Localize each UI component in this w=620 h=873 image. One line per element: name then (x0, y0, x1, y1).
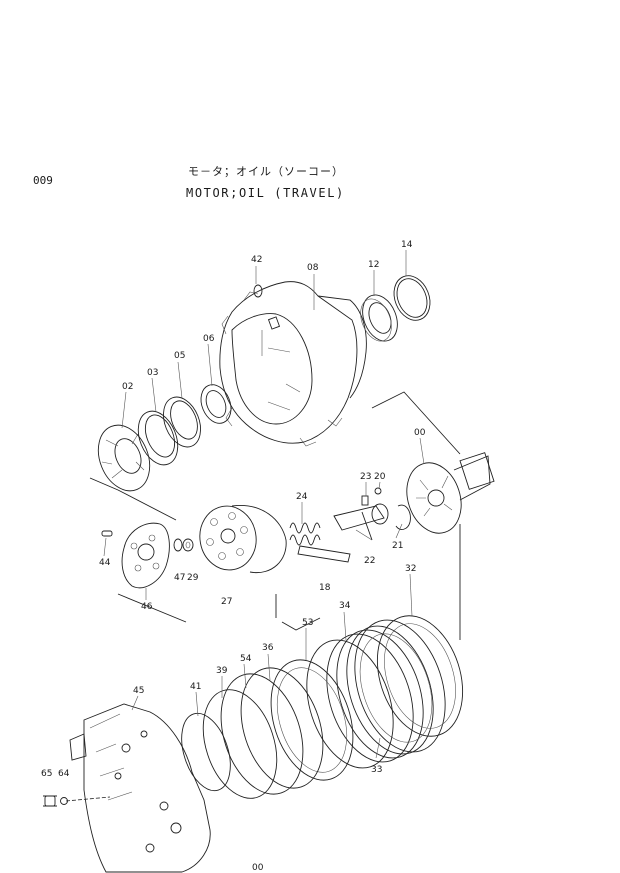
page-number: 009 (33, 174, 53, 187)
plate-part-54[interactable] (207, 663, 318, 804)
plate-part-36[interactable] (227, 657, 338, 798)
ring-part-05[interactable] (156, 392, 207, 453)
spring-part-24[interactable] (289, 522, 321, 546)
friction-plates-part-33[interactable] (312, 608, 461, 773)
snap-ring-part-14[interactable] (388, 270, 437, 325)
plate-part-32[interactable] (363, 605, 477, 748)
callout-06: 06 (203, 334, 215, 344)
callout-54: 54 (240, 654, 252, 664)
callout-29: 29 (187, 573, 199, 583)
plate-part-53[interactable] (257, 649, 368, 790)
bearing-part-06[interactable] (196, 380, 237, 428)
callout-05: 05 (174, 351, 185, 361)
callout-42: 42 (251, 255, 262, 265)
callout-18: 18 (319, 583, 331, 593)
swash-plate-part-46[interactable] (121, 522, 170, 589)
callout-12: 12 (368, 260, 379, 270)
callout-20: 20 (374, 472, 386, 482)
callout-23: 23 (360, 472, 371, 482)
bearing-part-12[interactable] (355, 290, 404, 346)
callout-27: 27 (221, 597, 232, 607)
callout-21: 21 (392, 541, 403, 551)
page-title: MOTOR;OIL (TRAVEL) (186, 186, 345, 200)
callout-65: 65 (41, 769, 52, 779)
callout-45: 45 (133, 686, 144, 696)
callout-44: 44 (99, 558, 111, 568)
callout-32: 32 (405, 564, 416, 574)
motor-housing-part-08[interactable] (219, 281, 367, 447)
callout-46: 46 (141, 602, 153, 612)
callout-08: 08 (307, 263, 319, 273)
o-ring-part-41[interactable] (173, 707, 240, 797)
ball-part-20[interactable] (374, 487, 382, 495)
pin-part-23[interactable] (361, 495, 369, 506)
callout-53: 53 (302, 618, 313, 628)
callout-47: 47 (174, 573, 185, 583)
o-ring-part-42[interactable] (253, 284, 263, 298)
callout-39: 39 (216, 666, 228, 676)
part-callouts: 02 03 05 06 42 08 12 14 00 24 23 20 21 2… (41, 240, 426, 873)
ring-part-39[interactable] (190, 680, 289, 808)
rod-part-18[interactable] (297, 545, 351, 563)
shaft-part-22[interactable] (333, 503, 389, 541)
motor-assembly-part-00[interactable] (398, 452, 495, 541)
callout-03: 03 (147, 368, 158, 378)
ring-part-03[interactable] (131, 405, 185, 470)
callout-00-bottom: 00 (252, 863, 264, 873)
plug-part-65[interactable] (43, 795, 57, 807)
callout-22: 22 (364, 556, 375, 566)
bush-part-29[interactable] (182, 538, 194, 552)
callout-34: 34 (339, 601, 351, 611)
callout-33: 33 (371, 765, 382, 775)
page-title-japanese: モ－タ；オイル（ソーコー） (188, 165, 344, 178)
callout-14: 14 (401, 240, 413, 250)
pin-part-44[interactable] (101, 530, 113, 537)
leader-lines (103, 250, 425, 759)
callout-00: 00 (414, 428, 426, 438)
plate-part-34[interactable] (292, 629, 409, 779)
callout-64: 64 (58, 769, 70, 779)
end-cover-part-45[interactable] (69, 703, 211, 873)
assembly-guide-lines (65, 391, 461, 802)
callout-24: 24 (296, 492, 308, 502)
callout-02: 02 (122, 382, 133, 392)
snap-ring-part-21[interactable] (395, 504, 411, 530)
callout-36: 36 (262, 643, 274, 653)
callout-41: 41 (190, 682, 201, 692)
spacer-part-02[interactable] (89, 417, 159, 498)
pin-part-47[interactable] (173, 538, 183, 552)
cylinder-block-part-27[interactable] (195, 502, 287, 575)
